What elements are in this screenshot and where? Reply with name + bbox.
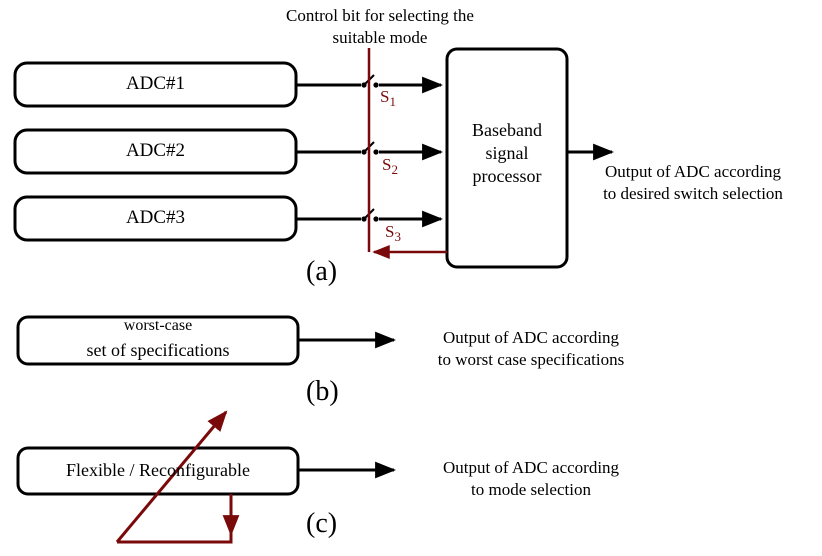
control-caption-line1: Control bit for selecting the <box>286 6 474 25</box>
panel-b-label: (b) <box>306 376 339 407</box>
processor-label-line3: processor <box>472 166 542 186</box>
worst-case-output-line2: to worst case specifications <box>437 350 625 369</box>
switch-s3 <box>296 208 444 228</box>
adc1-label: ADC#1 <box>125 73 186 94</box>
switch-label-s3: S3 <box>385 222 401 244</box>
control-caption-line2: suitable mode <box>332 28 428 47</box>
flexible-output-line1: Output of ADC according <box>442 458 620 477</box>
worst-case-line1: worst-case <box>123 317 193 334</box>
worst-case-output-line1: Output of ADC according <box>442 328 620 347</box>
baseband-processor-box <box>445 47 569 269</box>
processor-label-line2: signal <box>485 143 529 163</box>
switch-s1 <box>296 74 444 94</box>
processor-label-line1: Baseband <box>472 120 542 140</box>
processor-output-line2: to desired switch selection <box>603 184 783 203</box>
processor-output-line1: Output of ADC according <box>604 162 782 181</box>
flexible-label: Flexible / Reconfigurable <box>66 460 250 480</box>
worst-case-line2: set of specifications <box>86 340 230 360</box>
adc2-label: ADC#2 <box>125 140 186 161</box>
reconfigure-control-arrows <box>115 410 240 544</box>
switch-label-s2: S2 <box>382 155 398 177</box>
flexible-output-line2: to mode selection <box>471 480 591 499</box>
adc3-label: ADC#3 <box>125 207 186 228</box>
panel-a-label: (a) <box>306 256 338 287</box>
panel-c-label: (c) <box>306 508 338 539</box>
switch-label-s1: S1 <box>380 87 396 109</box>
